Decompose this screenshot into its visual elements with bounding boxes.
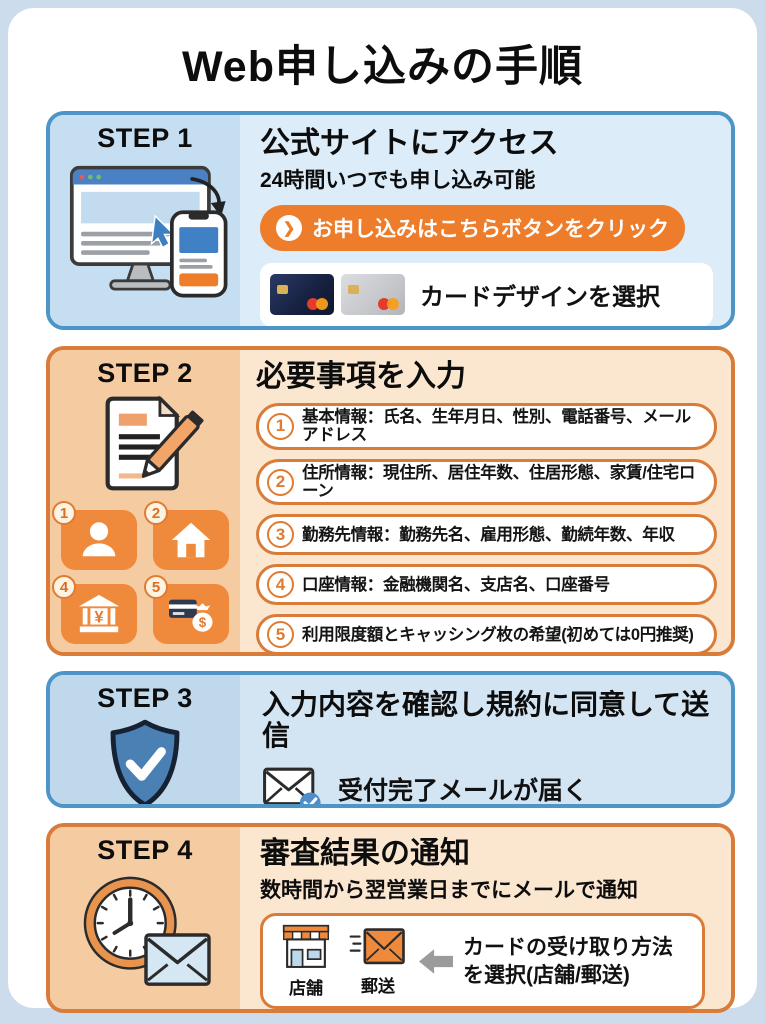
shop-icon <box>282 924 330 969</box>
step4-title: 審査結果の通知 <box>260 837 470 870</box>
card-chip-icon <box>277 285 288 295</box>
step1-label: STEP 1 <box>97 123 193 153</box>
shield-check-icon <box>110 719 180 804</box>
mail-label: 郵送 <box>361 977 395 997</box>
person-icon <box>82 522 116 557</box>
money-tile: 5 $ <box>144 575 229 644</box>
item-number: 2 <box>267 468 294 496</box>
item-number: 4 <box>267 571 294 599</box>
tile-badge: 5 <box>144 575 168 599</box>
step3-content: 入力内容を確認し規約に同意して送信 受付完了メールが届く <box>240 675 731 804</box>
document-pencil-icon <box>105 395 204 491</box>
step4-left-panel: STEP 4 <box>50 827 240 1009</box>
mail-check-icon <box>263 767 321 804</box>
item-text: 勤務先情報：勤務先名、雇用形態、勤続年数、年収 <box>302 525 675 544</box>
shop-label: 店舗 <box>289 979 323 999</box>
tile-badge: 4 <box>52 575 76 599</box>
step2-title: 必要事項を入力 <box>256 360 466 393</box>
item-number: 1 <box>267 412 294 440</box>
step2-content: 必要事項を入力 1 基本情報：氏名、生年月日、性別、電話番号、メールアドレス 2… <box>240 350 731 652</box>
card-navy-thumbnail[interactable] <box>270 274 334 316</box>
step4-label: STEP 4 <box>97 835 193 865</box>
svg-text:$: $ <box>199 615 207 630</box>
house-tile: 2 <box>144 501 229 570</box>
step3-left-panel: STEP 3 <box>50 675 240 804</box>
form-item-1: 1 基本情報：氏名、生年月日、性別、電話番号、メールアドレス <box>256 402 717 450</box>
step2-box: STEP 2 <box>46 346 735 656</box>
item-number: 3 <box>267 521 294 549</box>
step4-subtitle: 数時間から翌営業日までにメールで通知 <box>260 878 638 902</box>
item-text: 口座情報：金融機関名、支店名、口座番号 <box>302 575 610 594</box>
step1-title: 公式サイトにアクセス <box>260 127 559 160</box>
item-number: 5 <box>267 621 294 649</box>
step1-subtitle: 24時間いつでも申し込み可能 <box>260 168 536 192</box>
form-item-2: 2 住所情報：現住所、居住年数、住居形態、家賃/住宅ローン <box>256 458 717 506</box>
svg-text:¥: ¥ <box>94 609 103 627</box>
person-tile: 1 <box>52 501 137 570</box>
mastercard-icon <box>378 298 399 311</box>
page-title: Web申し込みの手順 <box>182 43 583 91</box>
step4-box: STEP 4 <box>46 823 735 1013</box>
item-text: 基本情報：氏名、生年月日、性別、電話番号、メールアドレス <box>302 407 691 445</box>
step2-icon-tiles: 1 2 4 <box>52 501 229 644</box>
step2-left-panel: STEP 2 <box>50 350 240 652</box>
step1-box: STEP 1 <box>46 111 735 330</box>
step1-content: 公式サイトにアクセス 24時間いつでも申し込み可能 ❯ お申し込みはこちらボタン… <box>240 115 731 326</box>
form-item-5: 5 利用限度額とキャッシング枚の希望(初めては0円推奨) <box>256 614 717 652</box>
card-chip-icon <box>348 285 359 295</box>
card-silver-thumbnail[interactable] <box>341 274 405 316</box>
form-item-3: 3 勤務先情報：勤務先名、雇用形態、勤続年数、年収 <box>256 514 717 556</box>
step2-label: STEP 2 <box>97 358 193 388</box>
item-text: 住所情報：現住所、居住年数、住居形態、家賃/住宅ローン <box>302 463 696 500</box>
step1-left-panel: STEP 1 <box>50 115 240 326</box>
content-sheet: Web申し込みの手順 STEP 1 <box>8 8 757 1013</box>
step3-box: STEP 3 入力内容を確認し規約に同意して送信 受付完了メール <box>46 671 735 808</box>
arrow-left-icon <box>419 949 453 974</box>
step3-note-row: 受付完了メールが届く <box>262 764 713 805</box>
pickup-option-mail[interactable]: 郵送 <box>347 926 409 997</box>
step3-title: 入力内容を確認し規約に同意して送信 <box>262 689 710 752</box>
step4-content: 審査結果の通知 数時間から翌営業日までにメールで通知 <box>240 827 731 1009</box>
card-select-label: カードデザインを選択 <box>420 284 660 312</box>
mastercard-icon <box>307 298 328 311</box>
item-text: 利用限度額とキャッシング枚の希望(初めては0円推奨) <box>302 625 694 644</box>
pickup-option-shop[interactable]: 店舗 <box>275 924 337 999</box>
tile-badge: 2 <box>144 501 168 525</box>
apply-button[interactable]: ❯ お申し込みはこちらボタンをクリック <box>260 204 685 251</box>
form-item-4: 4 口座情報：金融機関名、支店名、口座番号 <box>256 564 717 606</box>
monitor-phone-icon <box>69 165 228 298</box>
step3-label: STEP 3 <box>97 683 193 713</box>
clock-mail-icon <box>83 876 211 986</box>
pickup-text: カードの受け取り方法を選択(店舗/郵送) <box>463 936 673 987</box>
pickup-method-box: 店舗 郵送 <box>260 912 705 1009</box>
card-design-selector: カードデザインを選択 <box>260 262 713 326</box>
tile-badge: 1 <box>52 501 76 525</box>
bank-tile: 4 ¥ <box>52 575 137 644</box>
money-icon: $ <box>169 599 213 632</box>
chevron-right-icon: ❯ <box>276 214 302 241</box>
step3-note: 受付完了メールが届く <box>338 776 589 805</box>
bank-icon: ¥ <box>78 594 120 633</box>
apply-button-label: お申し込みはこちらボタンをクリック <box>312 217 669 241</box>
house-icon <box>171 522 211 558</box>
send-mail-icon <box>349 928 405 965</box>
